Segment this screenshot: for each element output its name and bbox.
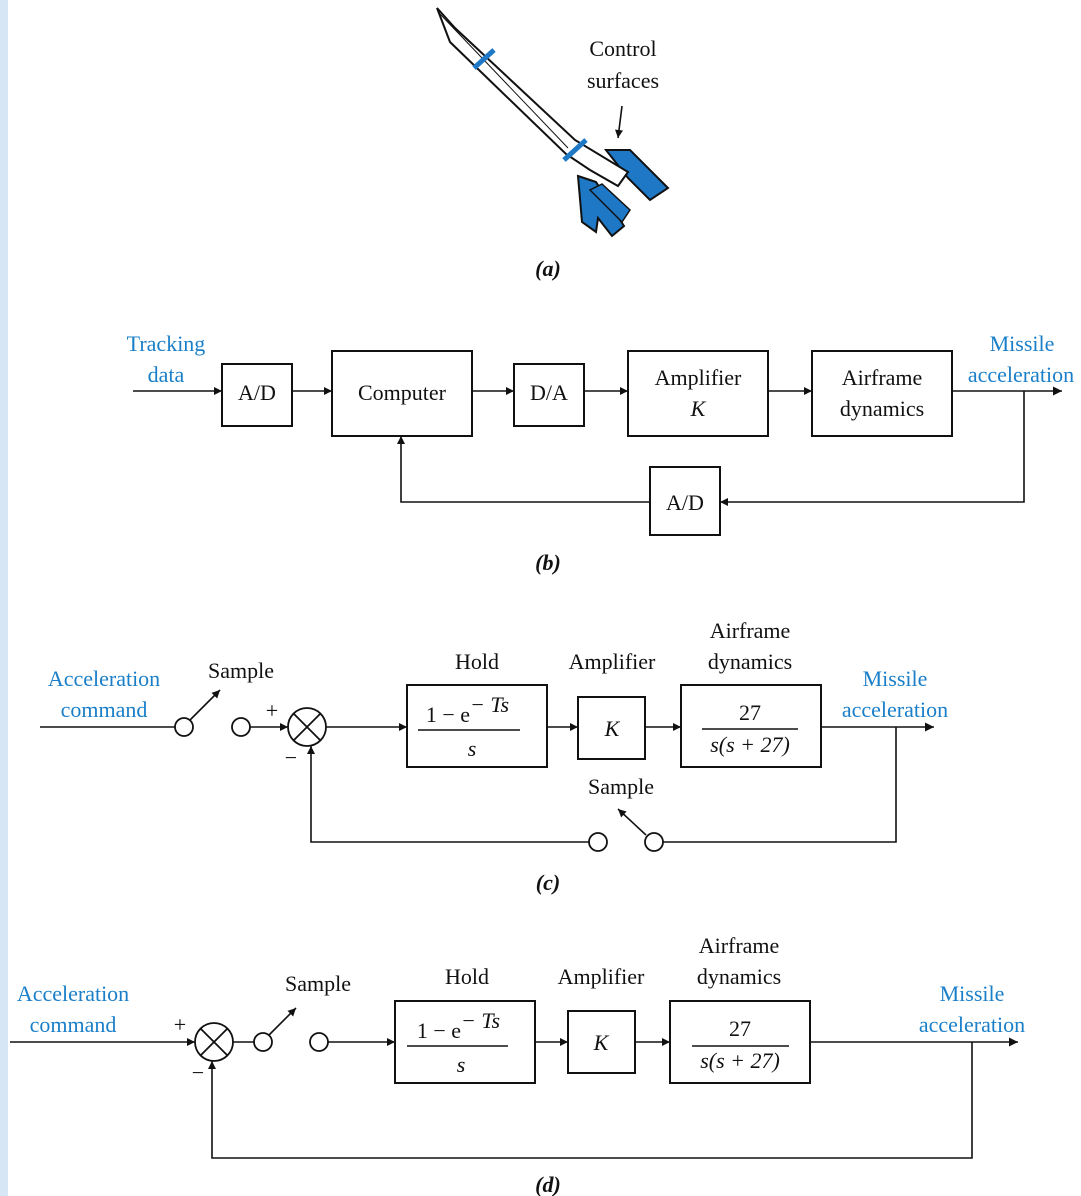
d-sampler-contact-left — [253, 1032, 273, 1052]
c-feedback-sampler-switch — [617, 808, 647, 836]
d-input-label-1: Acceleration — [17, 981, 129, 1006]
d-output-label-1: Missile — [940, 981, 1005, 1006]
c-hold-exponent: − Ts — [470, 692, 509, 717]
b-amplifier-gain: K — [690, 396, 707, 421]
b-airframe-label-1: Airframe — [842, 365, 923, 390]
c-feedback-sample-label: Sample — [588, 774, 654, 799]
body-band-lower — [562, 138, 588, 162]
c-hold-numerator: 1 − e — [426, 702, 470, 727]
b-input-label-1: Tracking — [127, 331, 206, 356]
c-airframe-block — [680, 684, 822, 768]
diagram-b — [133, 350, 1062, 536]
b-feedback-ad-block — [649, 466, 721, 536]
c-output-label-2: acceleration — [842, 697, 948, 722]
c-sampler-contact-left — [174, 717, 194, 737]
b-amplifier-label: Amplifier — [655, 365, 742, 390]
d-amplifier-title: Amplifier — [558, 964, 645, 989]
caption-d: (d) — [535, 1172, 561, 1196]
control-surfaces-pointer — [615, 105, 623, 139]
d-hold-exponent: − Ts — [461, 1008, 500, 1033]
b-output-label-2: acceleration — [968, 362, 1074, 387]
d-feedback-wire — [208, 1042, 973, 1159]
c-feedback-contact-right — [644, 832, 664, 852]
c-input-label-2: command — [61, 697, 148, 722]
c-amplifier-title: Amplifier — [569, 649, 656, 674]
c-hold-title: Hold — [455, 649, 499, 674]
d-output-label-2: acceleration — [919, 1012, 1025, 1037]
c-feedback-contact-left — [588, 832, 608, 852]
center-fin — [588, 183, 631, 224]
d-hold-title: Hold — [445, 964, 489, 989]
c-tf-denominator: s(s + 27) — [710, 732, 790, 757]
c-input-label-1: Acceleration — [48, 666, 160, 691]
d-airframe-title-2: dynamics — [697, 964, 781, 989]
c-minus-sign: − — [285, 745, 297, 770]
rocket-body — [436, 7, 630, 188]
b-computer-block — [331, 350, 473, 437]
c-amplifier-gain: K — [604, 716, 621, 741]
b-input-label-2: data — [148, 362, 185, 387]
b-feedback-ad-label: A/D — [666, 490, 704, 515]
d-hold-denominator: s — [457, 1052, 466, 1077]
c-output-label-1: Missile — [863, 666, 928, 691]
diagram-c — [40, 684, 934, 852]
b-computer-label: Computer — [358, 380, 447, 405]
control-surfaces-label-2: surfaces — [587, 68, 659, 93]
b-amplifier-block — [627, 350, 769, 437]
b-airframe-label-2: dynamics — [840, 396, 924, 421]
c-amplifier-block — [577, 696, 646, 760]
b-output-label-1: Missile — [990, 331, 1055, 356]
d-minus-sign: − — [192, 1060, 204, 1085]
control-surfaces-label-1: Control — [589, 36, 656, 61]
sidebar-strip — [0, 0, 8, 1196]
c-hold-block — [406, 684, 548, 768]
b-airframe-block — [811, 350, 953, 437]
d-input-label-2: command — [30, 1012, 117, 1037]
d-sample-label: Sample — [285, 971, 351, 996]
c-feedback-wire — [663, 727, 897, 843]
c-sampler-contact-right — [231, 717, 251, 737]
d-amplifier-gain: K — [593, 1030, 610, 1055]
d-airframe-title-1: Airframe — [699, 933, 780, 958]
c-airframe-title-2: dynamics — [708, 649, 792, 674]
d-tf-numerator: 27 — [729, 1016, 751, 1041]
b-ad-block — [221, 363, 293, 427]
rocket-illustration — [436, 7, 670, 238]
d-sampler-switch — [268, 1007, 297, 1036]
d-hold-block — [394, 1000, 536, 1084]
b-da-label: D/A — [530, 380, 568, 405]
caption-b: (b) — [535, 550, 561, 575]
c-plus-sign: + — [266, 698, 278, 723]
b-feedback-wire — [720, 391, 1025, 506]
c-tf-numerator: 27 — [739, 700, 761, 725]
d-tf-denominator: s(s + 27) — [700, 1048, 780, 1073]
c-airframe-title-1: Airframe — [710, 618, 791, 643]
c-sampler-switch — [189, 689, 221, 721]
b-ad-label: A/D — [238, 380, 276, 405]
c-sample-label: Sample — [208, 658, 274, 683]
c-hold-denominator: s — [468, 736, 477, 761]
body-band-upper — [472, 48, 496, 70]
diagram-d — [10, 1000, 1018, 1159]
d-airframe-block — [669, 1000, 811, 1084]
d-plus-sign: + — [174, 1012, 186, 1037]
caption-c: (c) — [536, 870, 560, 895]
d-hold-numerator: 1 − e — [417, 1018, 461, 1043]
caption-a: (a) — [535, 256, 561, 281]
d-sampler-contact-right — [309, 1032, 329, 1052]
b-da-block — [513, 363, 585, 427]
